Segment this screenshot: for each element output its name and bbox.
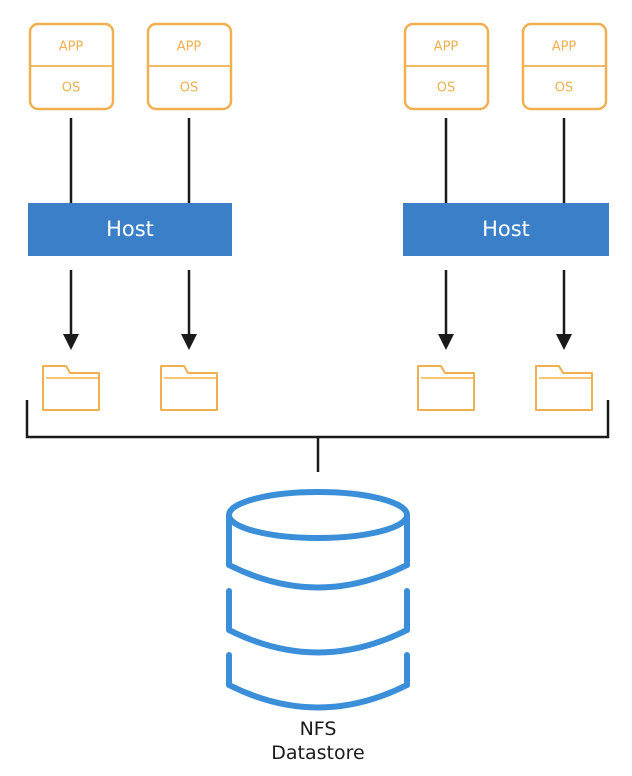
host-folder-arrow: [181, 270, 197, 350]
vm-app-label: APP: [434, 40, 459, 55]
host-label: Host: [106, 217, 154, 241]
host-box: Host: [403, 203, 609, 256]
vm-app-label: APP: [552, 40, 577, 55]
vm-box: APP OS: [28, 22, 115, 111]
host-folder-arrow: [556, 270, 572, 350]
vm-os-label: OS: [437, 81, 455, 96]
vm-os-label: OS: [180, 81, 198, 96]
vm-app-label: APP: [177, 40, 202, 55]
folder-icon: [535, 365, 593, 411]
datastore-label-line1: NFS: [300, 718, 337, 740]
datastore-label-line2: Datastore: [271, 742, 364, 764]
folder-icon: [417, 365, 475, 411]
host-bar: [28, 203, 232, 256]
host-bar: [403, 203, 609, 256]
folder-icon: [42, 365, 100, 411]
folder-icon: [160, 365, 218, 411]
host-folder-arrow: [438, 270, 454, 350]
vm-box: APP OS: [521, 22, 608, 111]
vm-box: APP OS: [146, 22, 233, 111]
vm-box: APP OS: [403, 22, 490, 111]
host-folder-arrow: [63, 270, 79, 350]
vm-os-label: OS: [555, 81, 573, 96]
vm-app-label: APP: [59, 40, 84, 55]
host-label: Host: [482, 217, 530, 241]
storage-bracket: [25, 400, 610, 472]
database-icon: [226, 489, 410, 711]
host-box: Host: [28, 203, 232, 256]
vm-os-label: OS: [62, 81, 80, 96]
